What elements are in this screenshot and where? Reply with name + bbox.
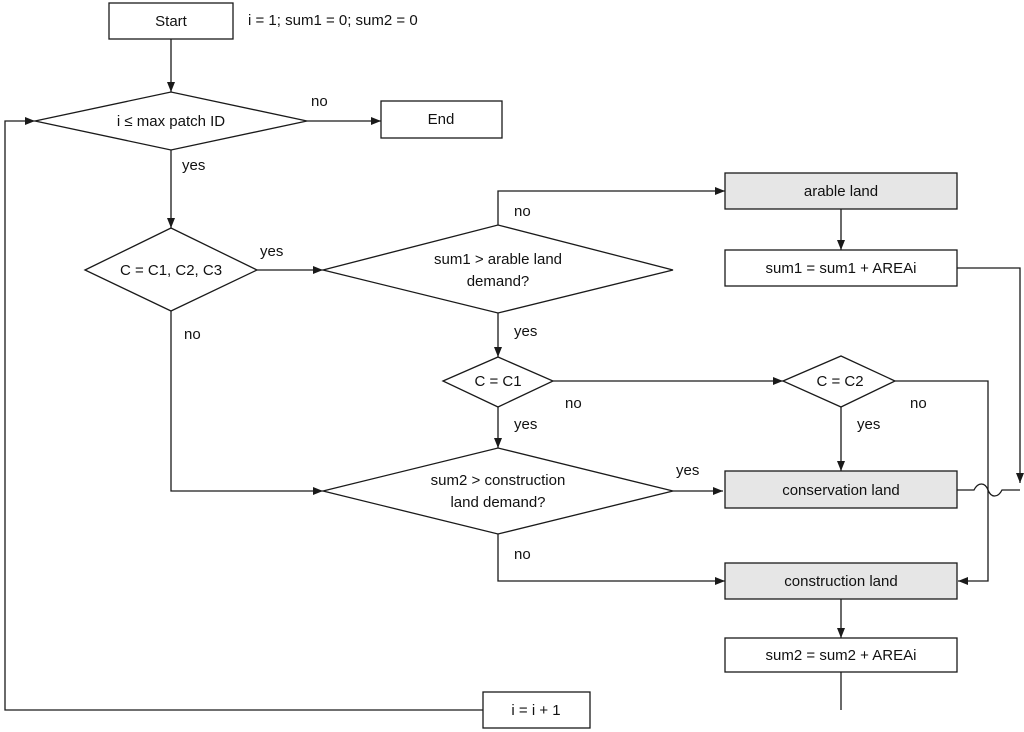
end-label: End [428, 111, 455, 128]
edge-sum1update-to-iupdate [957, 267, 1024, 483]
sum2-update-box: sum2 = sum2 + AREAi [724, 637, 958, 673]
edge-label-c1-yes: yes [514, 416, 537, 433]
edge-label-sum1-no: no [514, 203, 531, 220]
decision-sum1: sum1 > arable land demand? [322, 224, 674, 314]
edge-label-c2-no: no [910, 395, 927, 412]
edge-iupdate-loop-back [4, 117, 483, 711]
edge-label-max-no: no [311, 93, 328, 110]
edge-c2-no-construction [895, 380, 989, 585]
edge-c123-no-sum2 [170, 311, 323, 495]
decision-sum2-line1: sum2 > construction [431, 472, 566, 489]
arable-land-box: arable land [724, 172, 958, 210]
decision-sum2: sum2 > construction land demand? [322, 447, 674, 535]
decision-sum1-line1: sum1 > arable land [434, 251, 562, 268]
sum1-update-label: sum1 = sum1 + AREAi [766, 260, 917, 277]
decision-c123: C = C1, C2, C3 [83, 227, 259, 312]
edge-label-c123-no: no [184, 326, 201, 343]
sum1-update-box: sum1 = sum1 + AREAi [724, 249, 958, 287]
end-node: End [380, 100, 503, 139]
start-label: Start [155, 13, 188, 30]
construction-land-label: construction land [784, 573, 897, 590]
edge-conservation-to-right [957, 483, 1020, 497]
conservation-land-box: conservation land [724, 470, 958, 509]
i-update-label: i = i + 1 [511, 702, 560, 719]
sum2-update-label: sum2 = sum2 + AREAi [766, 647, 917, 664]
conservation-land-label: conservation land [782, 482, 900, 499]
edge-label-c123-yes: yes [260, 243, 283, 260]
decision-c2: C = C2 [781, 355, 897, 408]
start-node: Start [108, 2, 234, 40]
decision-c2-label: C = C2 [816, 373, 863, 390]
decision-c1: C = C1 [441, 356, 555, 408]
construction-land-box: construction land [724, 562, 958, 600]
decision-sum2-line2: land demand? [450, 494, 545, 511]
decision-c1-label: C = C1 [474, 373, 521, 390]
decision-max-patch-label: i ≤ max patch ID [117, 113, 225, 130]
edge-label-c2-yes: yes [857, 416, 880, 433]
edges [4, 39, 1024, 711]
edge-label-max-yes: yes [182, 157, 205, 174]
edge-label-sum1-yes: yes [514, 323, 537, 340]
edge-label-sum2-yes: yes [676, 462, 699, 479]
decision-max-patch: i ≤ max patch ID [34, 91, 308, 151]
init-note: i = 1; sum1 = 0; sum2 = 0 [248, 12, 418, 29]
edge-sum1-no-arable [497, 187, 725, 225]
decision-sum1-line2: demand? [467, 273, 530, 290]
arable-land-label: arable land [804, 183, 878, 200]
edge-label-sum2-no: no [514, 546, 531, 563]
edge-labels: no yes yes no no yes no yes no yes yes n… [182, 93, 927, 563]
decision-c123-label: C = C1, C2, C3 [120, 262, 222, 279]
i-update-box: i = i + 1 [482, 691, 591, 729]
edge-label-c1-no: no [565, 395, 582, 412]
edge-sum2-no-construction [497, 534, 725, 585]
